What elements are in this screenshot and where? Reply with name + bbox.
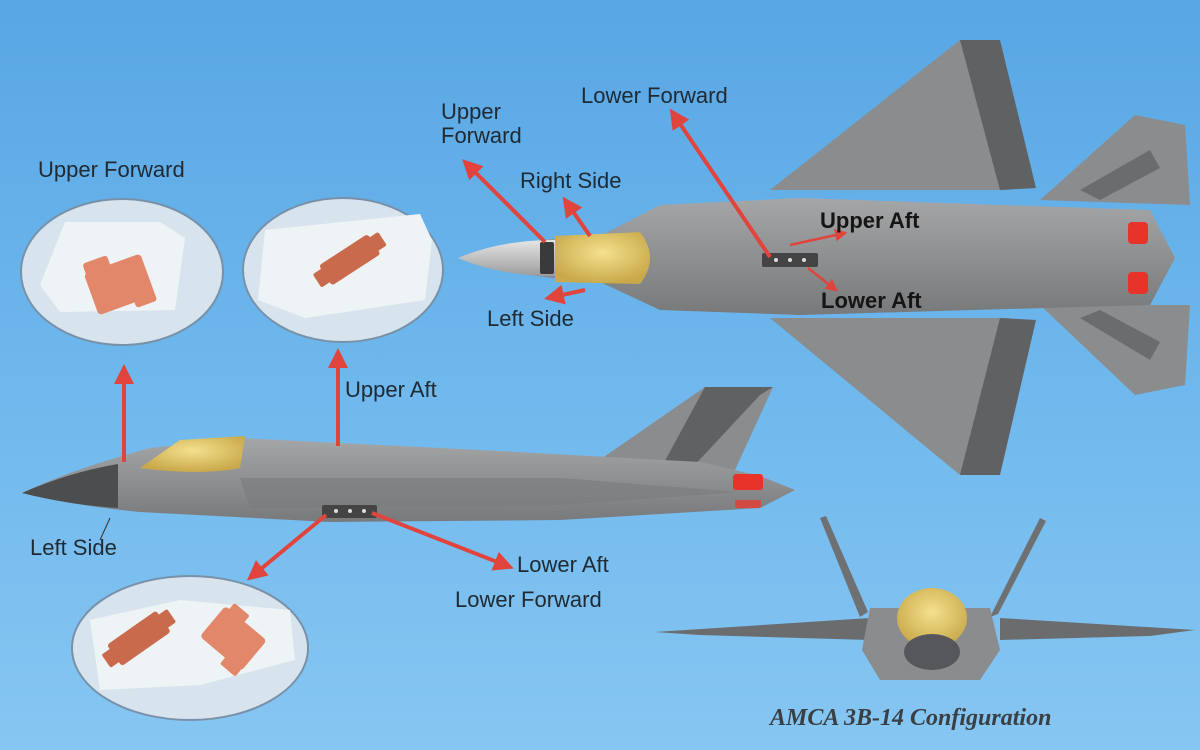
label-top-upper-aft: Upper Aft — [820, 208, 920, 233]
arrow-left-side — [544, 284, 586, 305]
arrow-upper-aft — [789, 229, 848, 247]
side-view-arrows — [114, 348, 514, 581]
top-view-upper-tail — [1040, 115, 1190, 205]
top-view-canopy — [555, 232, 650, 284]
side-view-canopy — [140, 436, 245, 472]
label-top-lower-aft: Lower Aft — [821, 288, 922, 313]
front-view-right-wing — [1000, 618, 1195, 640]
inset-lower — [71, 575, 309, 721]
label-top-left-side: Left Side — [487, 306, 574, 331]
label-side-upper-forward: Upper Forward — [38, 157, 185, 182]
top-view-upper-wing — [770, 40, 1010, 190]
arrow-lower-aft — [807, 267, 838, 292]
arrow-side-lower-forward — [246, 513, 328, 581]
inset-upper-forward — [20, 198, 224, 346]
front-view-canopy — [897, 588, 967, 648]
inset-antenna-copper-aft — [320, 235, 380, 285]
arrow-upper-forward — [462, 159, 547, 244]
front-view-left-wing — [655, 618, 870, 640]
side-view-nose — [22, 464, 118, 508]
label-side-lower-aft: Lower Aft — [517, 552, 609, 577]
inset-antenna-copper-lower-1 — [107, 611, 170, 666]
arrow-side-lower-aft — [371, 511, 514, 571]
label-side-lower-forward: Lower Forward — [455, 587, 602, 612]
configuration-caption: AMCA 3B-14 Configuration — [770, 705, 1052, 731]
top-view-exhaust-lower — [1128, 272, 1148, 294]
arrow-lower-forward — [669, 108, 772, 259]
front-view-right-fin — [990, 518, 1046, 617]
front-view-left-fin — [820, 516, 868, 617]
label-top-right-side: Right Side — [520, 168, 622, 193]
side-view-exhaust — [733, 474, 763, 490]
side-view-aircraft — [22, 387, 795, 522]
label-side-upper-aft: Upper Aft — [345, 377, 437, 402]
label-top-upper-forward: Upper Forward — [441, 99, 522, 149]
inset-antenna-copper-lower-2 — [201, 607, 266, 670]
front-view-intake — [904, 634, 960, 670]
top-view-exhaust-upper — [1128, 222, 1148, 244]
inset-upper-aft — [242, 197, 444, 343]
top-view-aircraft — [458, 40, 1190, 475]
top-view-nose — [458, 240, 555, 276]
label-top-lower-forward: Lower Forward — [581, 83, 728, 108]
label-side-left-side: Left Side — [30, 535, 117, 560]
top-view-antenna-forward — [540, 242, 554, 274]
arrow-right-side — [562, 196, 592, 238]
top-view-lower-tail — [1040, 305, 1190, 395]
top-view-lower-wing — [770, 318, 1010, 475]
left-side-leader — [99, 517, 111, 541]
top-view-arrows — [462, 108, 848, 305]
front-view-aircraft — [655, 516, 1195, 680]
